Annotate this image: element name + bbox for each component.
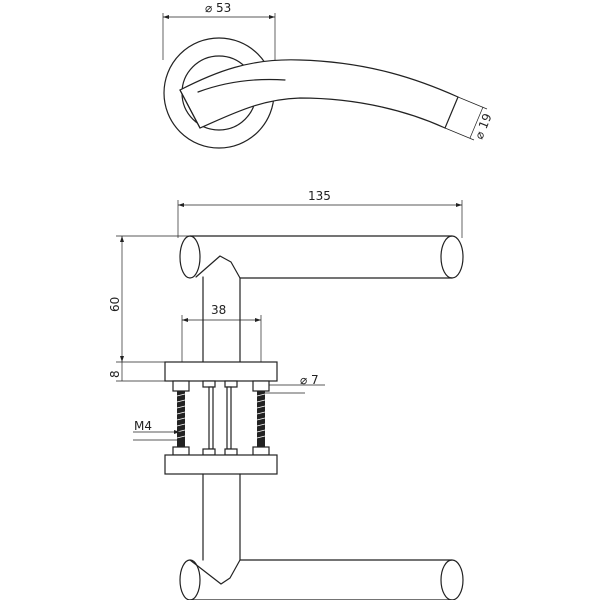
curved-lever-top bbox=[179, 59, 459, 129]
spindle-diameter-label: ⌀ 7 bbox=[300, 373, 319, 387]
lever-length-label: 135 bbox=[308, 189, 331, 203]
lever-length-dimension: 135 bbox=[177, 189, 463, 238]
mounting-hardware bbox=[172, 380, 270, 456]
rose-thickness-label: 8 bbox=[108, 370, 122, 378]
spindle-right bbox=[226, 386, 232, 450]
upper-rose-plate bbox=[164, 361, 278, 382]
lower-lever bbox=[179, 473, 464, 600]
top-view: ⌀ 53 ⌀ 19 bbox=[162, 1, 495, 149]
lever-height-label: 60 bbox=[108, 297, 122, 312]
lower-rose-plate bbox=[164, 454, 278, 475]
rose-diameter-dimension: ⌀ 53 bbox=[162, 1, 276, 60]
bolt-spacing-label: 38 bbox=[211, 303, 226, 317]
thread-label: M4 bbox=[134, 419, 152, 433]
thread-dimension: M4 bbox=[133, 419, 180, 441]
rose-diameter-label: ⌀ 53 bbox=[205, 1, 231, 15]
grip-diameter-label: ⌀ 19 bbox=[472, 111, 495, 141]
side-view: 135 60 8 bbox=[108, 189, 464, 600]
spindle-left bbox=[208, 386, 214, 450]
upper-lever bbox=[179, 235, 464, 363]
lever-height-dimension: 60 8 bbox=[108, 235, 190, 382]
